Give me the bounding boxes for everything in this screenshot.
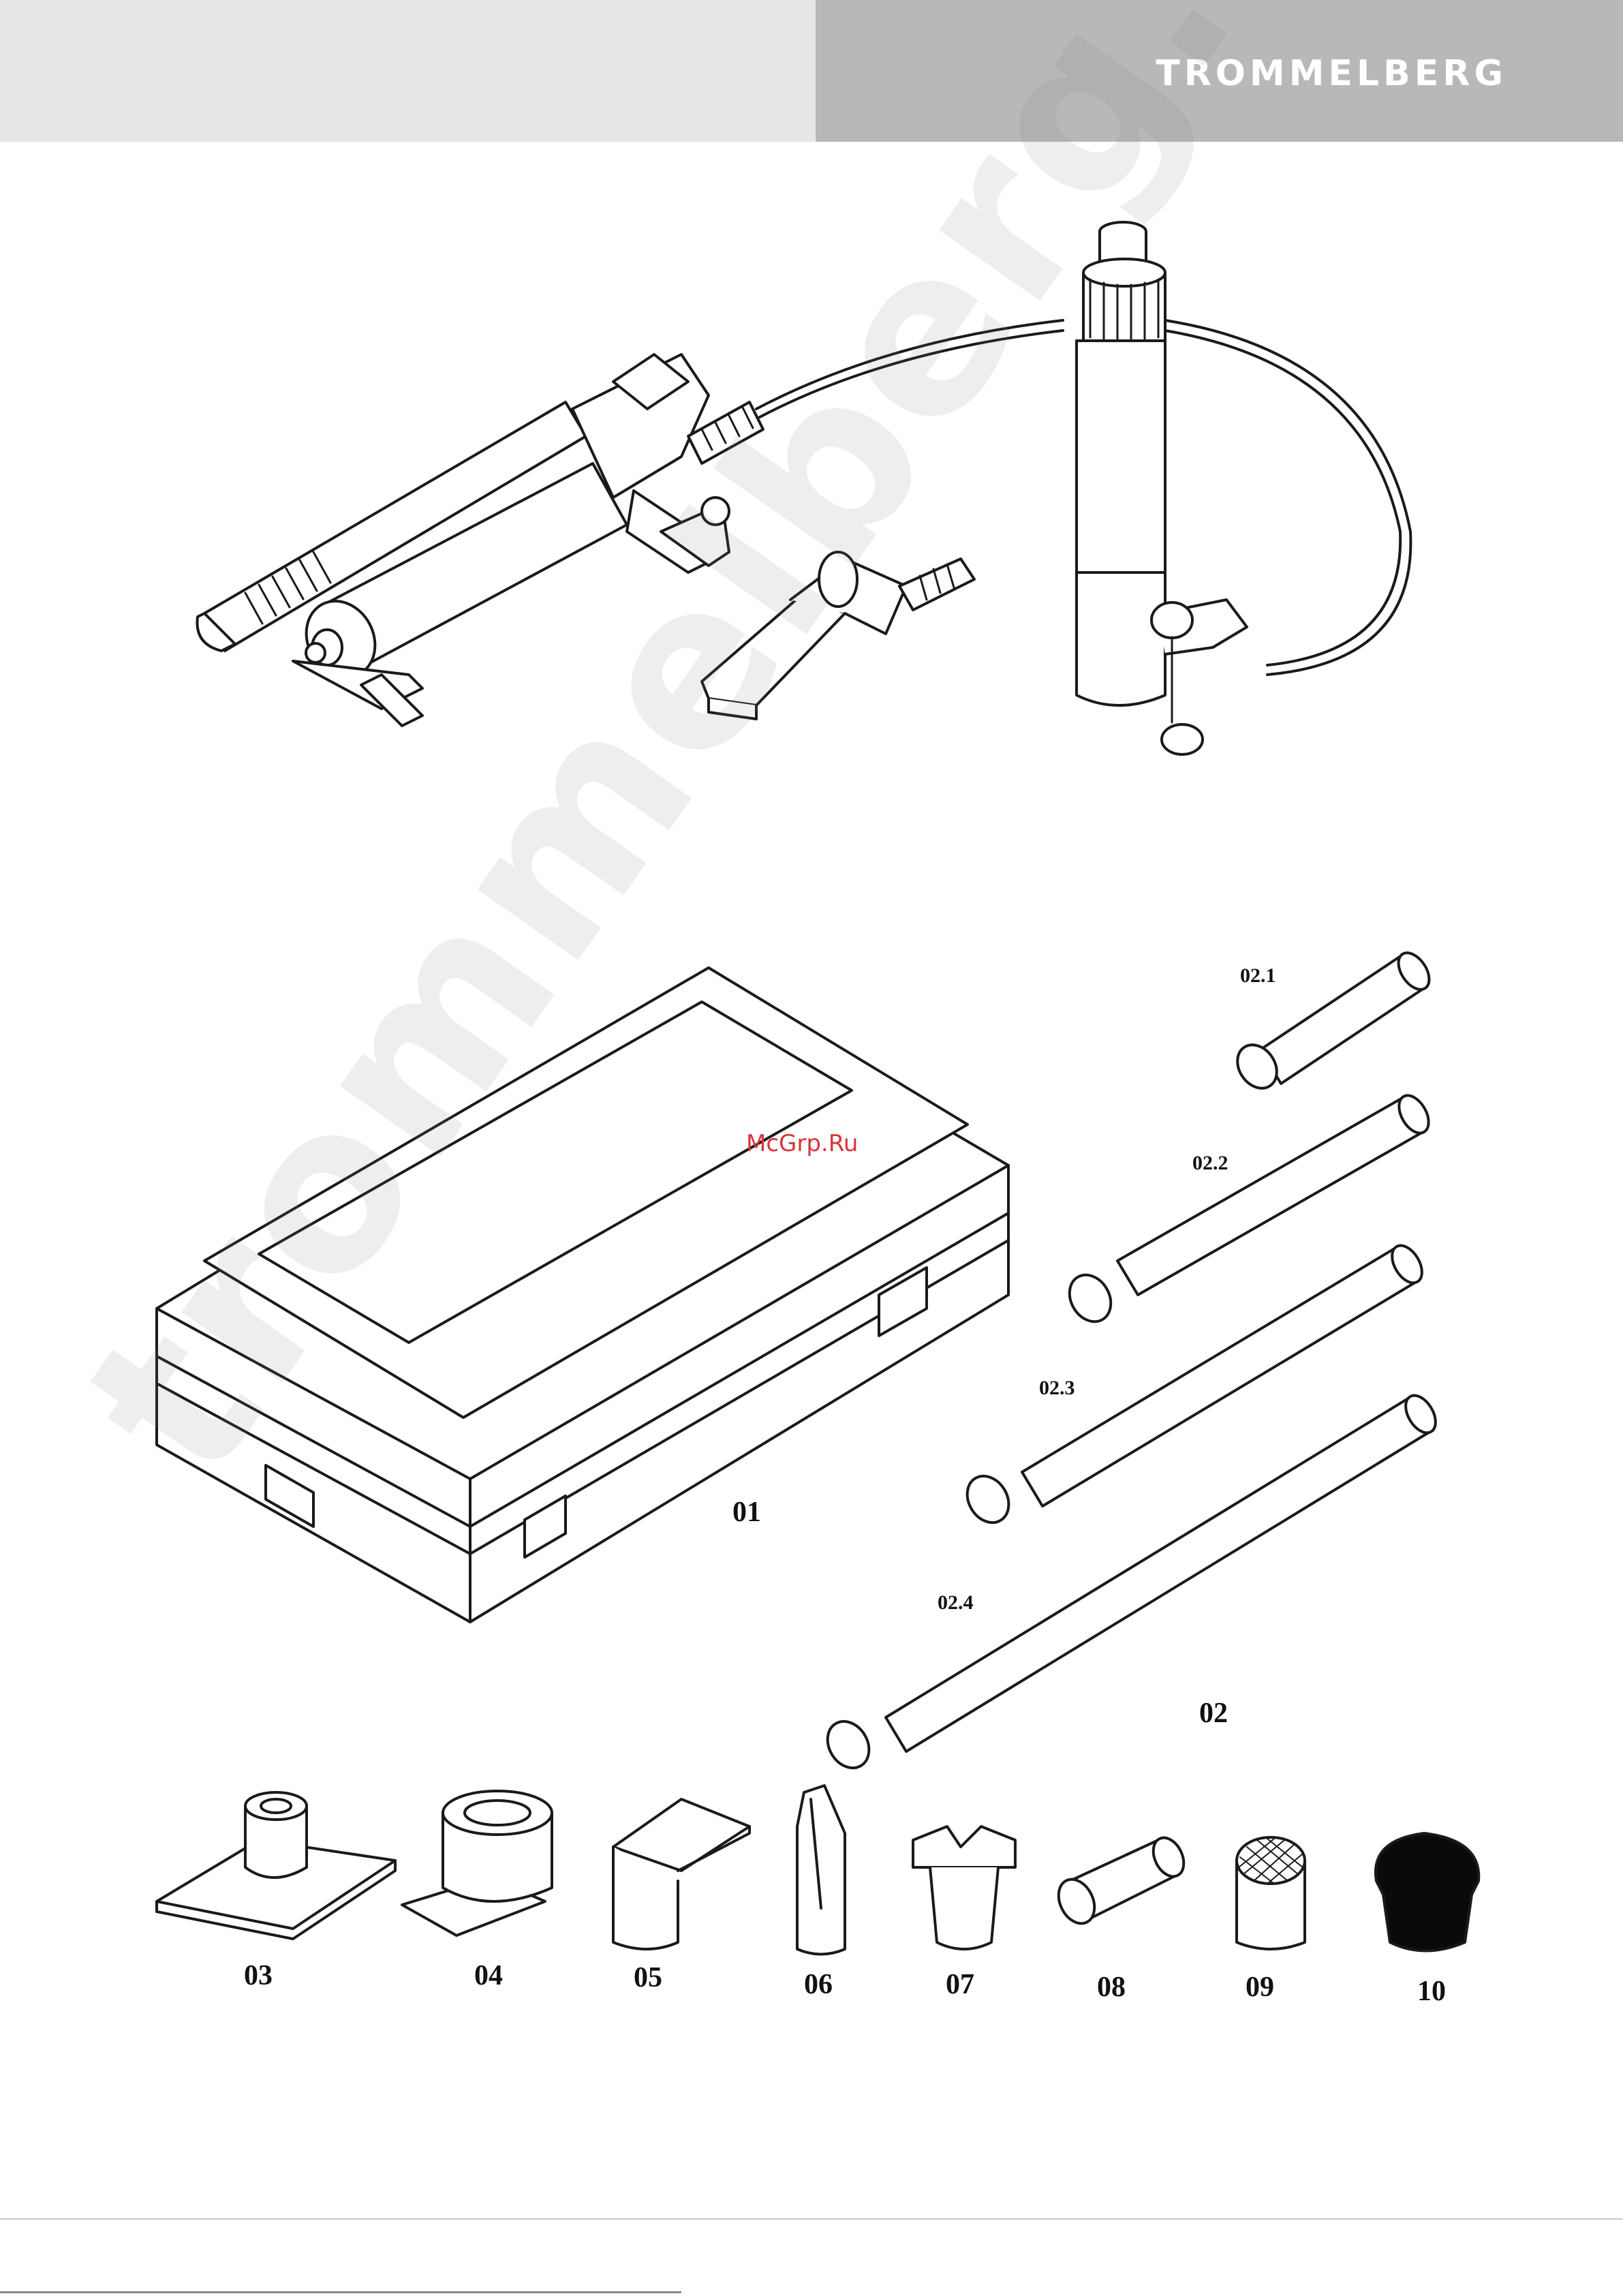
accessory-10-rubber-cap xyxy=(1376,1833,1479,1951)
mcgrp-watermark: McGrp.Ru xyxy=(746,1130,858,1157)
label-case-01: 01 xyxy=(732,1496,761,1529)
accessory-08-connector xyxy=(1052,1833,1190,1929)
label-08: 08 xyxy=(1097,1971,1126,2004)
label-extensions-02: 02 xyxy=(1199,1697,1228,1730)
label-02-3: 02.3 xyxy=(1039,1377,1075,1400)
accessory-05-flat-head xyxy=(613,1799,749,1949)
label-09: 09 xyxy=(1246,1971,1274,2004)
footer-bottom-rule xyxy=(0,2291,681,2293)
accessory-07-v-head xyxy=(913,1826,1015,1949)
accessory-09-serrated-head xyxy=(1237,1837,1305,1949)
label-04: 04 xyxy=(474,1959,503,1992)
label-03: 03 xyxy=(244,1959,273,1992)
label-02-4: 02.4 xyxy=(938,1591,974,1614)
label-05: 05 xyxy=(634,1961,662,1994)
label-06: 06 xyxy=(804,1968,833,2001)
label-10: 10 xyxy=(1417,1975,1446,2008)
accessory-03-base-plate xyxy=(157,1792,395,1939)
accessory-06-wedge-tip xyxy=(797,1786,845,1955)
label-07: 07 xyxy=(946,1968,974,2001)
accessory-04-offset-base xyxy=(402,1791,552,1935)
label-02-1: 02.1 xyxy=(1240,964,1276,988)
label-02-2: 02.2 xyxy=(1192,1152,1228,1175)
footer-divider xyxy=(0,2218,1623,2220)
extension-tubes xyxy=(819,947,1441,1775)
extension-02-3 xyxy=(959,1240,1427,1530)
